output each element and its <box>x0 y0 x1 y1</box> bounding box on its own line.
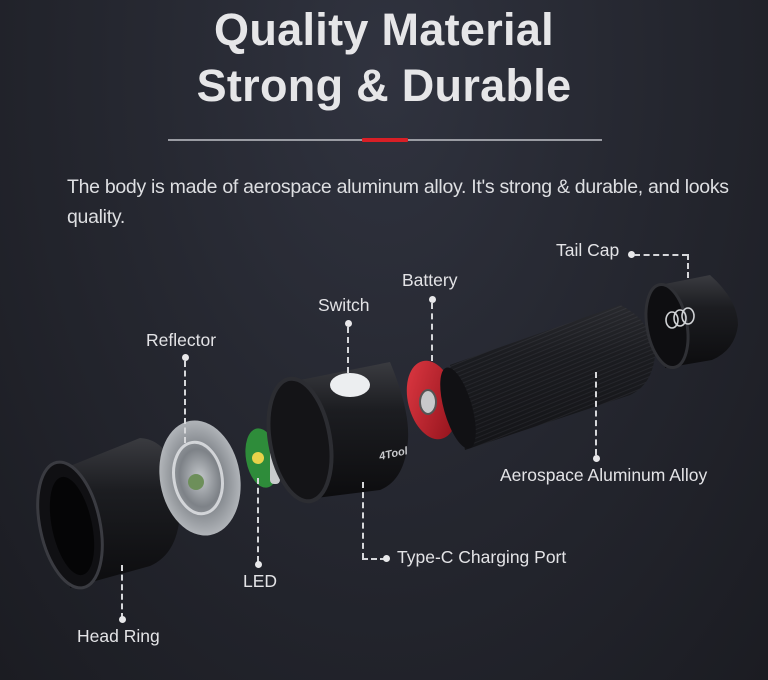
callout-line-head-ring <box>121 565 123 619</box>
head-body-part: 4Tool <box>266 362 410 504</box>
tail-cap-part <box>644 275 738 370</box>
callout-label-tail-cap: Tail Cap <box>556 240 620 260</box>
callout-label-head-ring: Head Ring <box>77 626 160 646</box>
callout-line-led <box>257 478 259 562</box>
callout-label-aluminum-alloy: Aerospace Aluminum Alloy <box>500 465 708 485</box>
callout-label-battery: Battery <box>402 270 458 290</box>
callout-line-type-c-v <box>362 482 364 559</box>
callout-dot-led <box>255 561 262 568</box>
callout-label-type-c-port: Type-C Charging Port <box>397 547 567 567</box>
callout-line-tail-cap-h <box>634 254 688 256</box>
reflector-part <box>159 420 241 536</box>
callout-dot-type-c <box>383 555 390 562</box>
callout-line-aluminum-alloy <box>595 372 597 455</box>
title-line-2: Strong & Durable <box>196 60 572 111</box>
callout-label-led: LED <box>243 571 278 591</box>
callout-dot-tail-cap <box>628 251 635 258</box>
callout-dot-head-ring <box>119 616 126 623</box>
title-divider-accent <box>362 138 408 142</box>
title-line-1: Quality Material <box>214 4 554 55</box>
callout-dot-switch <box>345 320 352 327</box>
head-ring-part <box>36 438 181 590</box>
page-title: Quality Material Strong & Durable <box>0 2 768 114</box>
body-tube-part <box>440 305 655 450</box>
callout-dot-battery <box>429 296 436 303</box>
callout-dot-reflector <box>182 354 189 361</box>
callout-dot-aluminum-alloy <box>593 455 600 462</box>
callout-line-tail-cap-v <box>687 254 689 278</box>
callout-label-reflector: Reflector <box>146 330 217 350</box>
callout-line-battery <box>431 303 433 361</box>
callout-label-switch: Switch <box>318 295 370 315</box>
callout-line-type-c-h <box>362 558 386 560</box>
description-text: The body is made of aerospace aluminum a… <box>67 176 729 228</box>
callout-line-reflector <box>184 361 186 443</box>
callout-line-switch <box>347 327 349 373</box>
